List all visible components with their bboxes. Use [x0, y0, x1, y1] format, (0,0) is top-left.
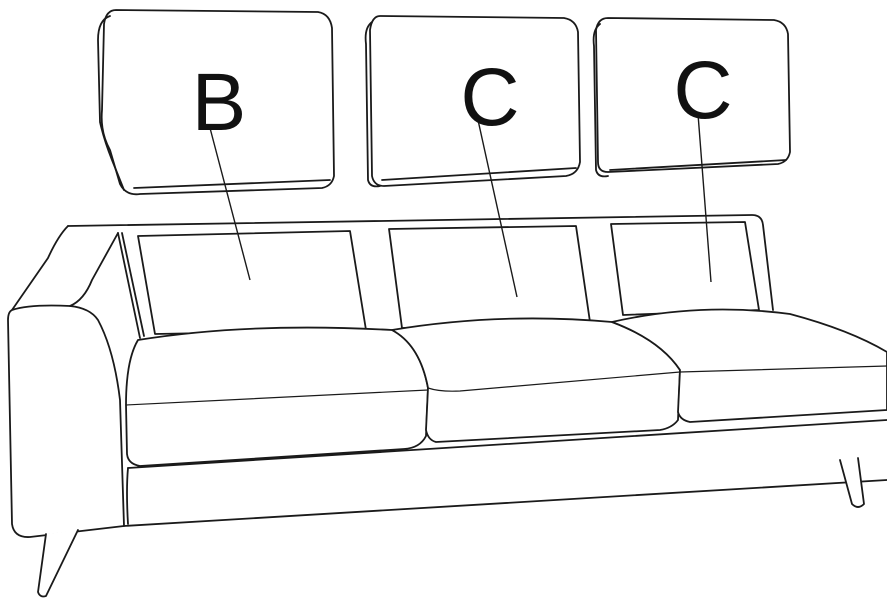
left-arm: [8, 233, 124, 537]
seat-cushion-left: [126, 328, 428, 466]
label-c-middle: C: [460, 52, 519, 143]
seat-cushions: [126, 310, 887, 467]
label-c-right: C: [673, 45, 732, 136]
sofa-legs: [38, 458, 864, 597]
label-b: B: [192, 57, 247, 148]
seat-cushion-middle: [392, 318, 680, 442]
